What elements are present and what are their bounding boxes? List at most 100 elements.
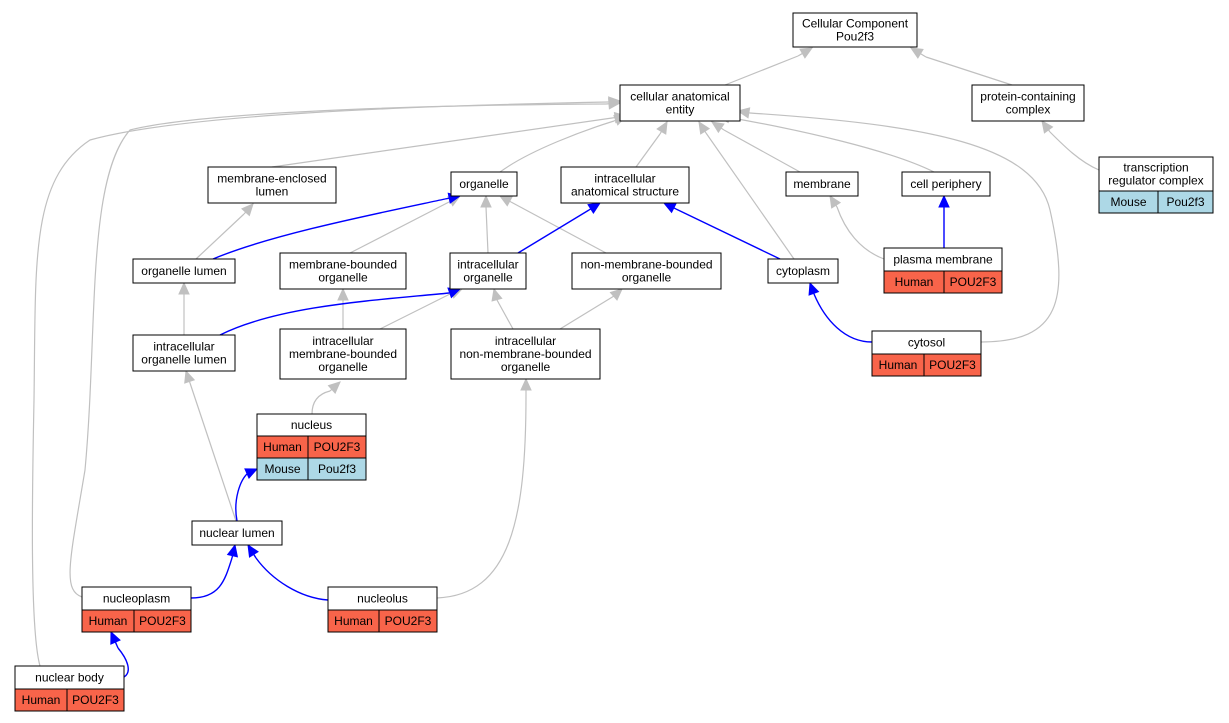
species-label: Mouse [1110,195,1146,209]
node-box [785,171,859,197]
arrowhead [609,288,623,301]
node-label: Pou2f3 [836,30,874,44]
human-gene-cell [133,609,192,633]
arrowhead [520,377,532,391]
node-box [449,252,527,290]
node-box [191,520,283,546]
species-label: Human [879,358,918,372]
node-label: intracellular [594,172,655,186]
edge-line [813,293,873,343]
node-olumen: organelle lumen [132,258,236,284]
edge-nlumen-to-nucleus [235,468,259,522]
arrowhead [587,202,602,215]
edge-nucleus-to-imbo [311,381,341,415]
edge-line [271,117,613,168]
edge-line [219,292,450,336]
node-cellperiphery: cell periphery [901,171,991,197]
node-box [207,166,337,204]
node-box [450,171,518,197]
node-label: membrane-bounded [289,258,397,272]
edge-inmbo-to-io [491,287,514,330]
node-label: complex [1006,103,1051,117]
edge-line [723,129,801,173]
edge-line [311,390,331,415]
edge-line [1049,131,1100,171]
gene-label: POU2F3 [139,614,186,628]
edge-io-to-organelle [480,194,492,254]
node-label: organelle lumen [141,353,226,367]
edge-olumen-to-mel [195,203,254,260]
edge-line-end [253,554,257,559]
arrowhead [247,543,259,558]
edge-mel-to-cae [271,111,628,168]
node-box [450,328,601,380]
node-label: organelle [459,177,509,191]
arrowhead [736,107,751,119]
node-label: organelle [463,271,513,285]
arrowhead [1041,120,1054,134]
node-label: intracellular [457,258,518,272]
edge-line [349,201,450,254]
node-label: lumen [256,185,289,199]
node-label: non-membrane-bounded [580,258,712,272]
node-label: organelle lumen [141,264,226,278]
arrowhead [829,194,842,209]
mouse-annotation-row: Mouse Pou2f3 [1098,190,1214,214]
node-organelle: organelle [450,171,518,197]
node-label: nuclear lumen [199,526,274,540]
node-box [901,171,991,197]
node-label: cytosol [908,336,945,350]
edge-trc-to-pcc [1041,120,1100,171]
node-label: nucleus [291,418,332,432]
edge-line [675,208,781,260]
node-box [767,258,839,284]
species-label: Mouse [264,462,300,476]
node-box [571,252,722,290]
node-box [132,334,236,372]
arrowhead [184,369,196,384]
edge-nucleolus-to-nlumen [247,543,329,601]
node-label: non-membrane-bounded [459,347,591,361]
species-label: Human [895,275,934,289]
edge-line [517,209,590,254]
edge-line [749,112,1060,343]
node-cytoplasm: cytoplasm [767,258,839,284]
node-box [971,84,1085,122]
arrowhead [808,281,820,296]
mouse-gene-cell [307,457,367,481]
edge-nucleoplasm-to-nlumen [190,543,239,599]
edge-cae-to-root [724,47,814,86]
gene-label: POU2F3 [314,440,361,454]
node-label: intracellular [153,340,214,354]
gene-label: Pou2f3 [1166,195,1204,209]
edge-nbody-to-cae [31,96,622,667]
node-label: organelle [622,271,672,285]
arrowhead [241,203,254,217]
node-box [792,12,918,48]
mouse-gene-cell [1157,190,1214,214]
human-gene-cell [66,688,125,712]
arrowhead [498,195,513,207]
arrowhead [799,47,814,59]
edge-inmbo-to-nmbo [559,288,623,330]
edge-line-end [920,53,927,58]
node-box [560,166,690,204]
edge-line-end [720,127,725,131]
arrowhead [337,287,349,301]
node-inmbo: intracellularnon-membrane-boundedorganel… [450,328,601,380]
edge-pm-to-cellperiphery [938,194,950,248]
